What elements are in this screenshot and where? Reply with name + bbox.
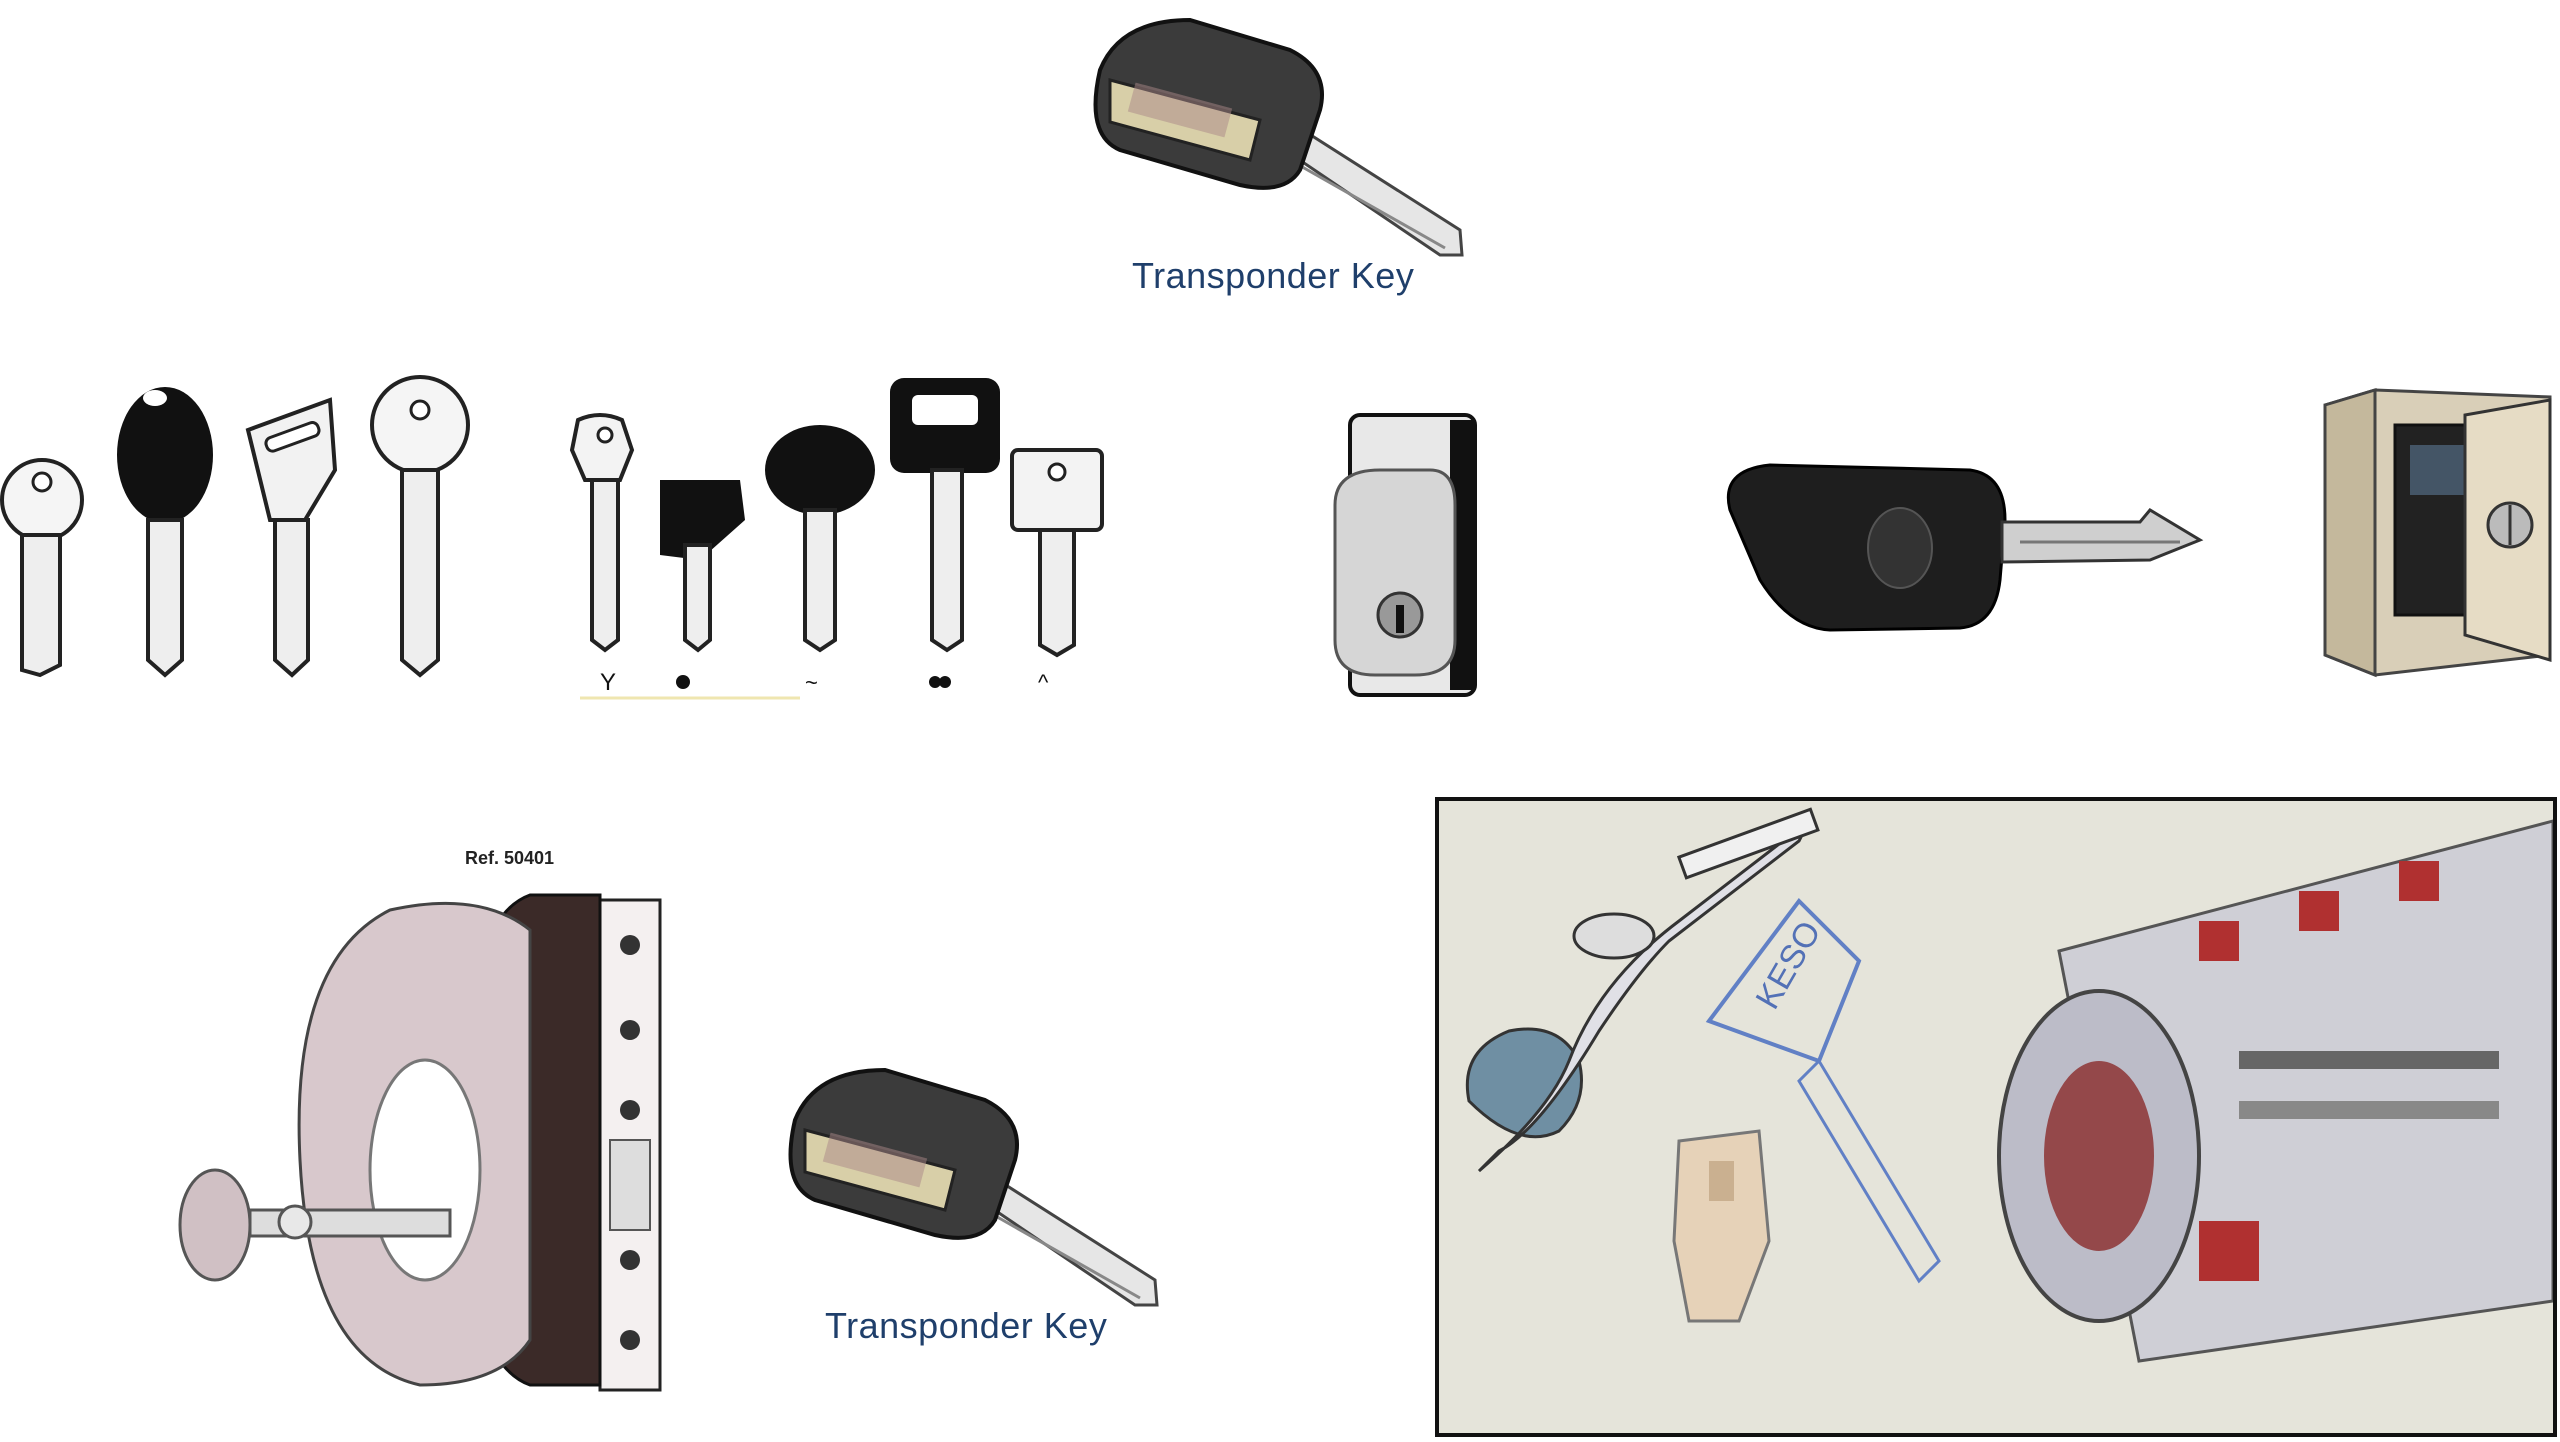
car-key-image: [1720, 450, 2220, 640]
cam-lock-icon: [1333, 413, 1477, 697]
beige-insert-icon: [1672, 1129, 1771, 1323]
safe-icon: [2323, 387, 2552, 678]
triangular-key-icon: [245, 397, 338, 678]
black-flag-key-icon: [660, 480, 745, 653]
transponder-key-icon-2: [788, 1067, 1159, 1307]
square-head-key-icon: [1010, 448, 1104, 658]
ref-label: Ref. 50401: [465, 848, 555, 868]
svg-text:~: ~: [805, 670, 818, 695]
transponder-key-icon: [1093, 17, 1464, 257]
bottom-transponder-caption: Transponder Key: [825, 1305, 1108, 1346]
mortise-lock-icon: [178, 893, 662, 1392]
cylinder-key-panel: KESO: [1435, 797, 2557, 1437]
round-head-key-icon: [0, 458, 84, 678]
cam-lock-image: [1320, 410, 1500, 700]
security-cylinder-illustration: KESO: [1465, 807, 2553, 1363]
keso-brand-label: KESO: [1749, 915, 1829, 1016]
key-blanks-group-2: Y ~ ^: [560, 370, 1120, 710]
cutaway-cylinder-icon: [1997, 819, 2553, 1363]
bottom-transponder-key-image: [775, 1060, 1175, 1320]
svg-text:^: ^: [1038, 670, 1049, 695]
mortise-lock-image: Ref. 50401: [160, 840, 730, 1400]
black-oval-key-icon: [117, 387, 213, 678]
key-blanks-group-1: [0, 370, 500, 690]
top-transponder-key-image: [1080, 10, 1480, 270]
svg-text:Y: Y: [600, 669, 616, 696]
small-round-key-icon: [569, 413, 635, 653]
top-transponder-caption: Transponder Key: [1132, 255, 1415, 296]
black-round-key-icon: [765, 425, 875, 653]
round-head-tall-key-icon: [370, 375, 470, 678]
safe-image: [2315, 385, 2555, 685]
car-key-icon: [1726, 463, 2204, 632]
black-rect-key-icon: [890, 378, 1000, 653]
silver-key-icon: [1465, 807, 1820, 1173]
